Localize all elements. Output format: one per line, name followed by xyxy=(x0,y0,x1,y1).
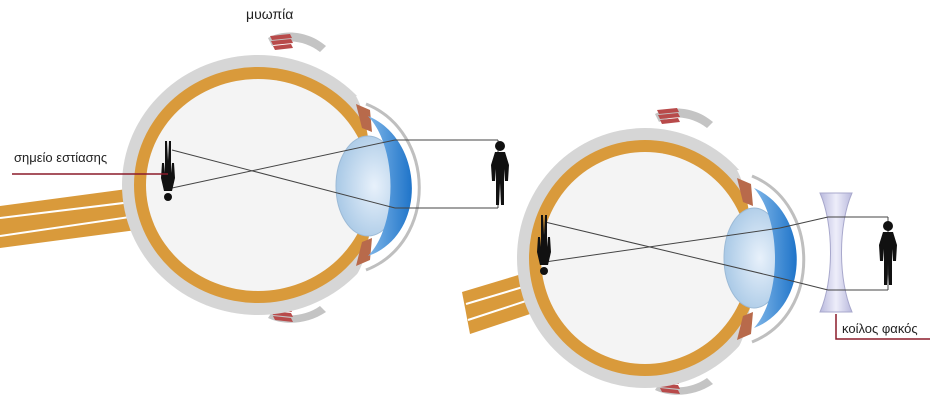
concave-lens-label: κοίλος φακός xyxy=(842,321,918,336)
eye-muscle-top xyxy=(268,32,326,52)
eye-muscle-top xyxy=(655,108,713,128)
diagram-title: μυωπία xyxy=(246,6,293,22)
human-figure-icon xyxy=(491,141,509,205)
concave-lens-icon xyxy=(820,193,852,312)
eye-diagram-myopia xyxy=(0,32,509,322)
focus-point-label: σημείο εστίασης xyxy=(14,150,107,165)
eye-diagram-corrected xyxy=(462,108,930,395)
